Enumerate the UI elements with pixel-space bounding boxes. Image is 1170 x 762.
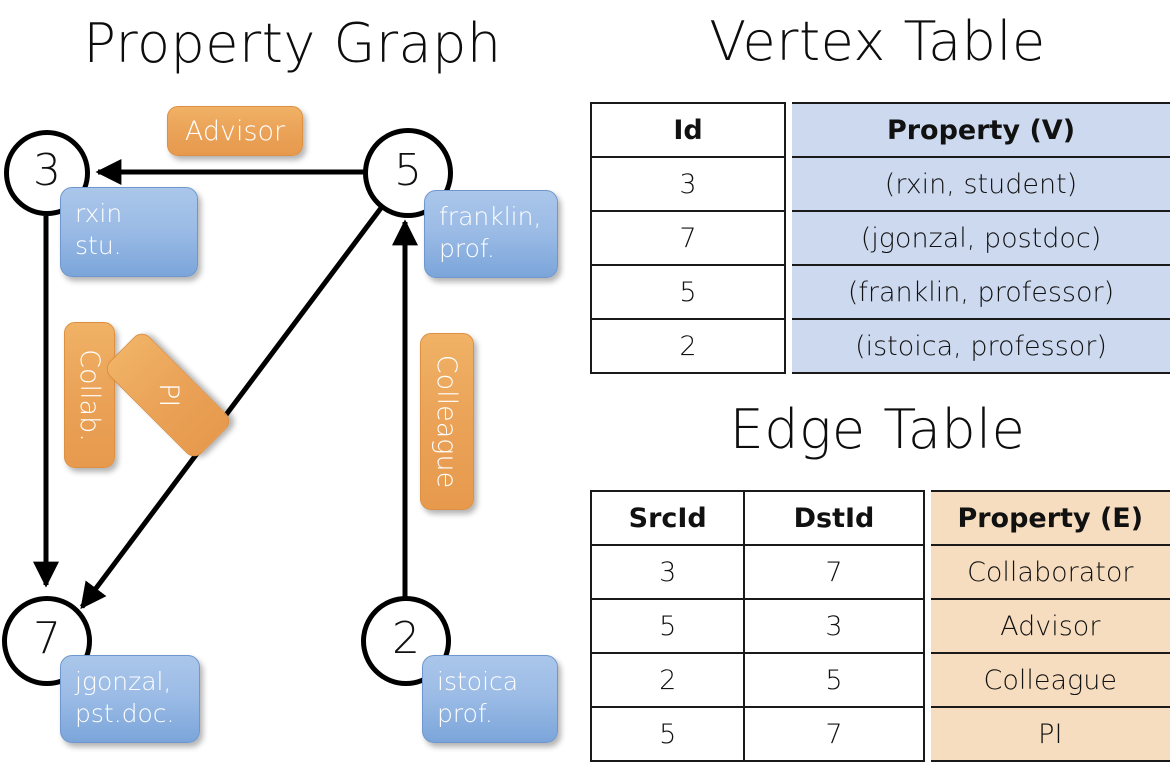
vertex-table-header-property: Property (V) xyxy=(792,102,1170,158)
vertex-table-column-gap xyxy=(785,103,792,157)
graph-node-2-label: 2 xyxy=(392,613,420,664)
table-row[interactable]: 5 7 PI xyxy=(589,706,1170,762)
edge-row-1-src: 5 xyxy=(589,598,746,654)
page-title-vertex-table: Vertex Table xyxy=(709,10,1046,73)
vertex-property-istoica-line1: istoica xyxy=(437,667,519,696)
edge-row-1-property: Advisor xyxy=(930,598,1170,654)
vertex-property-rxin-line2: stu. xyxy=(75,231,122,260)
edge-label-collab: Collab. xyxy=(74,348,105,442)
vertex-property-box-franklin[interactable]: franklin, prof. xyxy=(424,190,558,278)
edge-label-box-advisor[interactable]: Advisor xyxy=(167,106,303,156)
edge-table-column-gap xyxy=(923,599,931,653)
table-row[interactable]: 3 7 Collaborator xyxy=(589,544,1170,600)
edge-table-header-property: Property (E) xyxy=(930,490,1170,546)
edge-table-column-gap xyxy=(923,653,931,707)
edge-table-column-gap xyxy=(923,707,931,761)
edge-label-pi: PI xyxy=(152,382,184,408)
vertex-property-jgonzal-line2: pst.doc. xyxy=(75,699,175,728)
vertex-table-column-gap xyxy=(785,265,792,319)
vertex-row-3-property: (istoica, professor) xyxy=(792,318,1170,374)
graph-node-2[interactable]: 2 xyxy=(361,596,451,686)
vertex-table-header-id: Id xyxy=(590,102,786,158)
edge-table-column-gap xyxy=(923,491,931,545)
edge-row-3-dst: 7 xyxy=(743,706,925,762)
edge-label-advisor: Advisor xyxy=(184,115,286,147)
edge-row-3-property: PI xyxy=(930,706,1170,762)
vertex-table-column-gap xyxy=(785,157,792,211)
vertex-property-box-jgonzal[interactable]: jgonzal, pst.doc. xyxy=(60,655,200,743)
edge-row-1-dst: 3 xyxy=(743,598,925,654)
edge-row-0-property: Collaborator xyxy=(930,544,1170,600)
table-row[interactable]: 2 (istoica, professor) xyxy=(590,318,1170,374)
table-row[interactable]: 3 (rxin, student) xyxy=(590,156,1170,212)
edge-row-3-src: 5 xyxy=(589,706,746,762)
edge-row-2-property: Colleague xyxy=(930,652,1170,708)
vertex-row-3-id: 2 xyxy=(590,318,786,374)
table-row[interactable]: 7 (jgonzal, postdoc) xyxy=(590,210,1170,266)
edge-row-0-src: 3 xyxy=(589,544,746,600)
graph-node-5[interactable]: 5 xyxy=(363,128,453,218)
property-graph-diagram: 3 5 7 2 rxin stu. franklin, prof. jgonza… xyxy=(0,0,585,760)
graph-node-3-label: 3 xyxy=(33,145,61,196)
vertex-property-box-istoica[interactable]: istoica prof. xyxy=(422,655,558,743)
vertex-table-header-row: Id Property (V) xyxy=(590,102,1170,158)
graph-node-5-label: 5 xyxy=(394,145,422,196)
vertex-property-jgonzal-line1: jgonzal, xyxy=(75,667,172,696)
edge-row-2-src: 2 xyxy=(589,652,746,708)
vertex-property-istoica-line2: prof. xyxy=(437,699,493,728)
edge-table-header-row: SrcId DstId Property (E) xyxy=(589,490,1170,546)
page-title-property-graph: Property Graph xyxy=(83,12,502,75)
edge-table-header-dstid: DstId xyxy=(743,490,925,546)
vertex-row-0-property: (rxin, student) xyxy=(792,156,1170,212)
edge-table-header-srcid: SrcId xyxy=(589,490,746,546)
graph-node-7-label: 7 xyxy=(33,613,61,664)
vertex-row-1-id: 7 xyxy=(590,210,786,266)
vertex-property-franklin-line1: franklin, xyxy=(439,202,542,231)
edge-label-box-colleague[interactable]: Colleague xyxy=(420,333,474,510)
edge-row-2-dst: 5 xyxy=(743,652,925,708)
table-row[interactable]: 2 5 Colleague xyxy=(589,652,1170,708)
edge-table: SrcId DstId Property (E) 3 7 Collaborato… xyxy=(589,490,1170,762)
table-row[interactable]: 5 3 Advisor xyxy=(589,598,1170,654)
vertex-table-column-gap xyxy=(785,319,792,373)
edge-row-0-dst: 7 xyxy=(743,544,925,600)
edge-table-column-gap xyxy=(923,545,931,599)
vertex-property-box-rxin[interactable]: rxin stu. xyxy=(60,187,198,277)
page-title-edge-table: Edge Table xyxy=(729,398,1026,461)
graph-edges-svg xyxy=(33,159,418,610)
edge-label-colleague: Colleague xyxy=(431,354,463,489)
vertex-property-rxin-line1: rxin xyxy=(75,199,123,228)
vertex-row-2-id: 5 xyxy=(590,264,786,320)
vertex-table-column-gap xyxy=(785,211,792,265)
vertex-property-franklin-line2: prof. xyxy=(439,234,495,263)
vertex-table: Id Property (V) 3 (rxin, student) 7 (jgo… xyxy=(590,102,1170,374)
vertex-row-2-property: (franklin, professor) xyxy=(792,264,1170,320)
vertex-row-0-id: 3 xyxy=(590,156,786,212)
table-row[interactable]: 5 (franklin, professor) xyxy=(590,264,1170,320)
edge-5-to-7-pi xyxy=(79,206,384,610)
vertex-row-1-property: (jgonzal, postdoc) xyxy=(792,210,1170,266)
edge-label-box-collab[interactable]: Collab. xyxy=(64,322,115,468)
